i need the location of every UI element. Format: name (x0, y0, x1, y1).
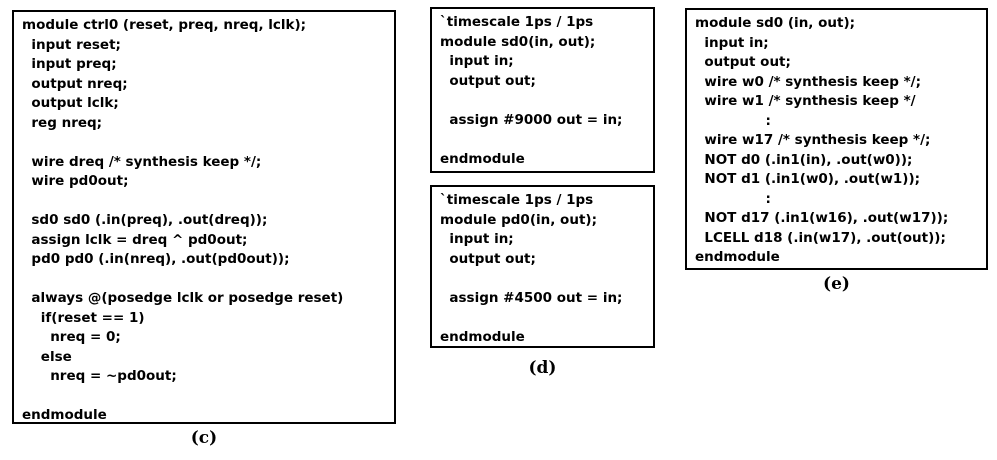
verilog-code-sd0-gates: module sd0 (in, out); input in; output o… (695, 15, 949, 265)
panel-c-caption: (c) (190, 428, 218, 448)
verilog-code-sd0-timescale: `timescale 1ps / 1ps module sd0(in, out)… (440, 14, 623, 167)
code-box-sd0-gates: module sd0 (in, out); input in; output o… (685, 8, 988, 270)
code-box-ctrl0: module ctrl0 (reset, preq, nreq, lclk); … (12, 10, 396, 424)
panel-d-caption: (d) (528, 358, 557, 378)
code-box-pd0-timescale: `timescale 1ps / 1ps module pd0(in, out)… (430, 185, 655, 348)
code-box-sd0-timescale: `timescale 1ps / 1ps module sd0(in, out)… (430, 7, 655, 173)
panel-e-caption: (e) (823, 274, 850, 294)
verilog-code-ctrl0: module ctrl0 (reset, preq, nreq, lclk); … (22, 17, 344, 423)
verilog-code-pd0-timescale: `timescale 1ps / 1ps module pd0(in, out)… (440, 192, 623, 345)
